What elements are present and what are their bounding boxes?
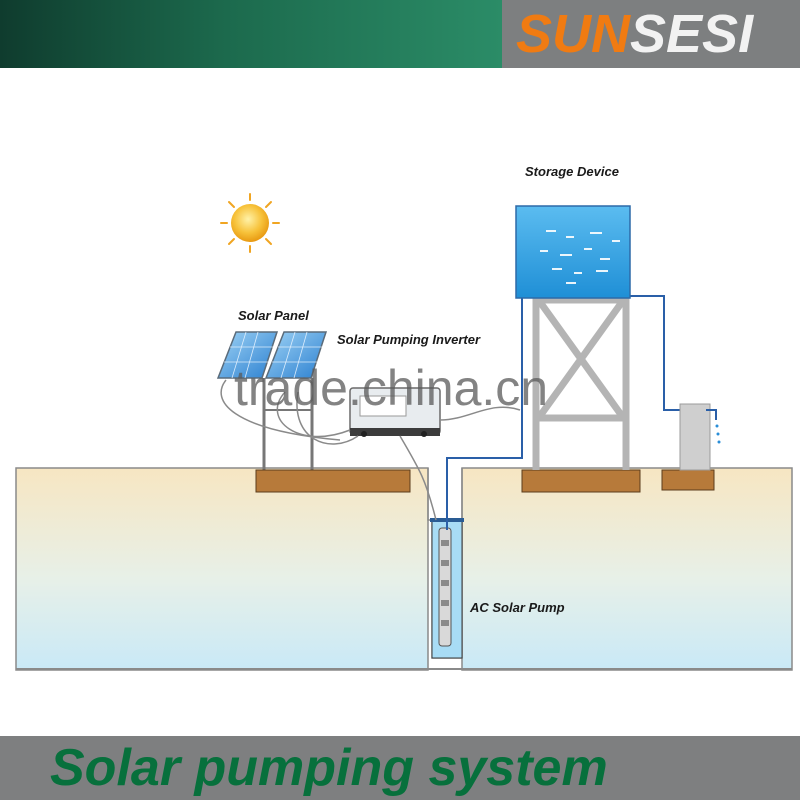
brand-logo: SUNSESI [516, 4, 753, 64]
pump-label: AC Solar Pump [469, 600, 565, 615]
faucet-icon [679, 403, 721, 471]
pump-icon [438, 527, 452, 647]
cables [220, 379, 521, 521]
solar-panel-icon [216, 331, 328, 470]
tap-foundation [661, 469, 715, 491]
ground [15, 467, 793, 671]
brand-part-2: SESI [630, 4, 754, 64]
inverter-label: Solar Pumping Inverter [337, 332, 481, 347]
header-gray-block [502, 0, 800, 68]
solar-panel-label: Solar Panel [238, 308, 309, 323]
inverter-icon [349, 387, 441, 437]
footer-bar [0, 736, 800, 800]
footer-title: Solar pumping system [50, 739, 608, 797]
header-bar: SUNSESI [0, 0, 800, 68]
solar-pumping-diagram: trade.china.cn Storage Device Solar Pane… [15, 164, 793, 671]
tower-foundation [521, 469, 641, 493]
watermark: trade.china.cn [234, 360, 548, 416]
brand-part-1: SUN [516, 4, 631, 64]
panel-foundation [255, 469, 411, 493]
water-tank-icon [515, 205, 631, 299]
header-green-block [0, 0, 502, 68]
storage-device-label: Storage Device [525, 164, 619, 179]
tower [532, 296, 630, 470]
sun-icon [220, 193, 280, 253]
